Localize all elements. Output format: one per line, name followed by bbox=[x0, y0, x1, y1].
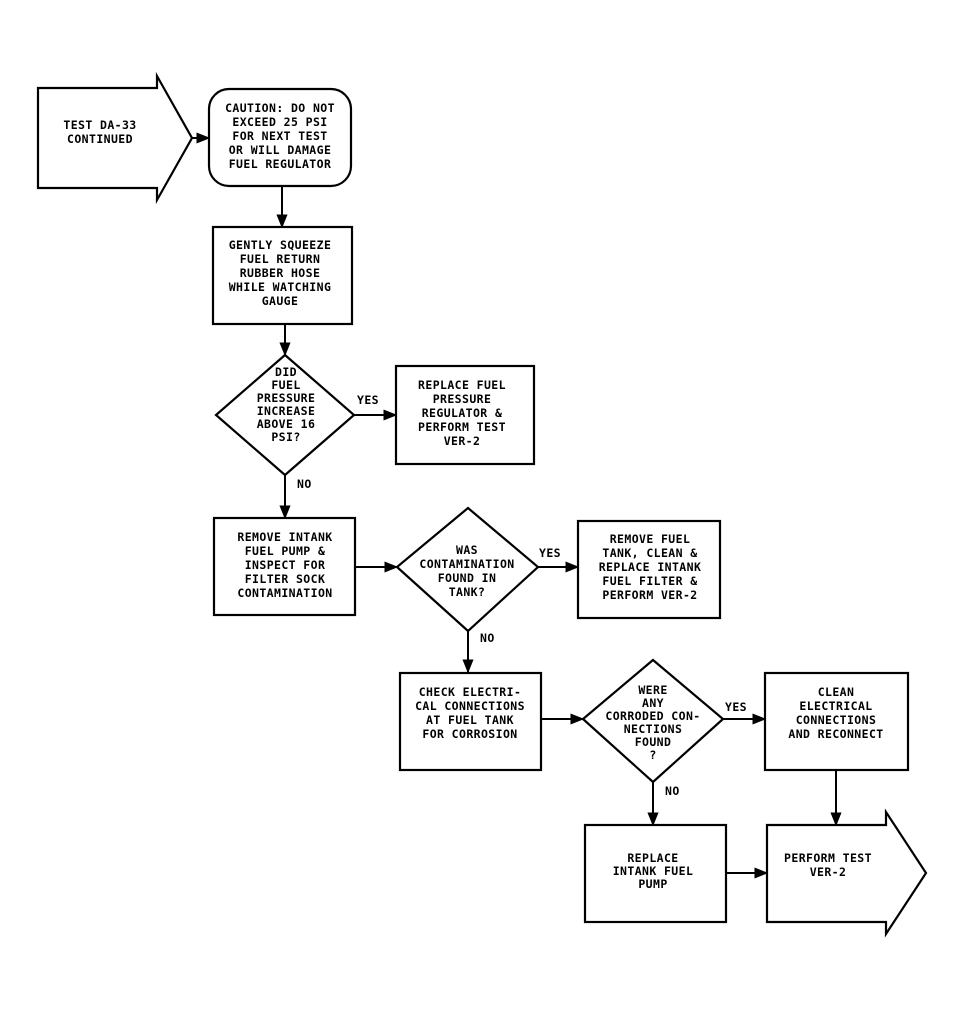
node-text-line: CHECK ELECTRI- bbox=[419, 685, 522, 699]
node-text-line: DID bbox=[275, 365, 297, 379]
node-text-line: CAL CONNECTIONS bbox=[415, 699, 525, 713]
node-text-line: INTANK FUEL bbox=[613, 864, 694, 878]
node-text-line: ELECTRICAL bbox=[799, 699, 872, 713]
node-text-line: WHILE WATCHING bbox=[229, 280, 332, 294]
node-text-line: ? bbox=[649, 748, 656, 762]
node-text-line: CORRODED CON- bbox=[605, 709, 700, 723]
node-text-line: TANK? bbox=[449, 585, 486, 599]
node-text-line: REMOVE INTANK bbox=[237, 530, 332, 544]
node-text-line: GENTLY SQUEEZE bbox=[229, 238, 332, 252]
node-text-line: NECTIONS bbox=[624, 722, 683, 736]
node-text-line: FOR NEXT TEST bbox=[232, 129, 327, 143]
node-text-line: FILTER SOCK bbox=[245, 572, 326, 586]
node-text-line: INCREASE bbox=[257, 404, 316, 418]
node-text-line: CONTAMINATION bbox=[237, 586, 332, 600]
end-arrow-shape bbox=[765, 808, 928, 938]
squeeze-box-shape bbox=[211, 225, 354, 326]
node-text-line: VER-2 bbox=[810, 865, 847, 879]
node-text-line: FUEL PUMP & bbox=[245, 544, 326, 558]
node-text-line: WERE bbox=[638, 683, 667, 697]
node-text-line: REPLACE FUEL bbox=[418, 378, 506, 392]
node-text-line: WAS bbox=[456, 543, 478, 557]
node-text-line: AND RECONNECT bbox=[788, 727, 883, 741]
node-text-line: PRESSURE bbox=[257, 391, 316, 405]
node-text-line: REPLACE bbox=[627, 851, 678, 865]
pressure-yes-label: YES bbox=[357, 393, 379, 407]
node-text-line: VER-2 bbox=[444, 434, 481, 448]
node-text-line: REPLACE INTANK bbox=[599, 560, 702, 574]
node-text-line: FOR CORROSION bbox=[422, 727, 517, 741]
node-text-line: CONTAMINATION bbox=[419, 557, 514, 571]
node-text-line: PRESSURE bbox=[433, 392, 492, 406]
decision-corroded-shape bbox=[581, 658, 725, 784]
contamination-yes-label: YES bbox=[539, 546, 561, 560]
node-text-line: FUEL RETURN bbox=[240, 252, 321, 266]
node-text-line: PERFORM TEST bbox=[418, 420, 506, 434]
check-electrical-box-shape bbox=[398, 671, 543, 772]
corroded-yes-label: YES bbox=[725, 700, 747, 714]
remove-pump-box-shape bbox=[212, 516, 357, 617]
node-text-line: ANY bbox=[642, 696, 664, 710]
node-text-line: TEST DA-33 bbox=[63, 118, 136, 132]
node-text-line: FUEL FILTER & bbox=[602, 574, 697, 588]
node-text-line: TANK, CLEAN & bbox=[602, 546, 697, 560]
start-arrow-shape bbox=[36, 71, 194, 205]
clean-tank-box-shape bbox=[576, 519, 722, 620]
decision-contamination-shape bbox=[395, 506, 540, 633]
decision-pressure-shape bbox=[214, 353, 356, 477]
caution-box-shape bbox=[207, 87, 353, 188]
clean-electrical-box-shape bbox=[763, 671, 910, 772]
node-text-line: FUEL bbox=[271, 378, 300, 392]
node-text-line: GAUGE bbox=[262, 294, 299, 308]
node-text-line: FOUND bbox=[635, 735, 672, 749]
node-text-line: PUMP bbox=[638, 877, 667, 891]
node-text-line: REGULATOR & bbox=[422, 406, 503, 420]
connectors bbox=[192, 132, 842, 879]
node-text-line: PERFORM TEST bbox=[784, 851, 872, 865]
node-text-line: FOUND IN bbox=[438, 571, 497, 585]
node-text-line: RUBBER HOSE bbox=[240, 266, 321, 280]
corroded-no-label: NO bbox=[665, 784, 680, 798]
contamination-no-label: NO bbox=[480, 631, 495, 645]
node-text-line: INSPECT FOR bbox=[245, 558, 326, 572]
node-text-line: OR WILL DAMAGE bbox=[229, 143, 332, 157]
node-text-line: REMOVE FUEL bbox=[610, 532, 691, 546]
node-text-line: FUEL REGULATOR bbox=[229, 157, 332, 171]
node-text-line: CLEAN bbox=[818, 685, 855, 699]
node-text-line: PSI? bbox=[271, 430, 300, 444]
pressure-no-label: NO bbox=[297, 477, 312, 491]
node-text-line: CONNECTIONS bbox=[796, 713, 877, 727]
node-text-line: AT FUEL TANK bbox=[426, 713, 514, 727]
replace-pump-box-shape bbox=[583, 823, 728, 924]
node-text-line: CAUTION: DO NOT bbox=[225, 101, 335, 115]
node-text-line: EXCEED 25 PSI bbox=[232, 115, 327, 129]
node-text-line: CONTINUED bbox=[67, 132, 133, 146]
node-text-line: ABOVE 16 bbox=[257, 417, 316, 431]
replace-regulator-box-shape bbox=[394, 364, 536, 466]
node-text-line: PERFORM VER-2 bbox=[602, 588, 697, 602]
